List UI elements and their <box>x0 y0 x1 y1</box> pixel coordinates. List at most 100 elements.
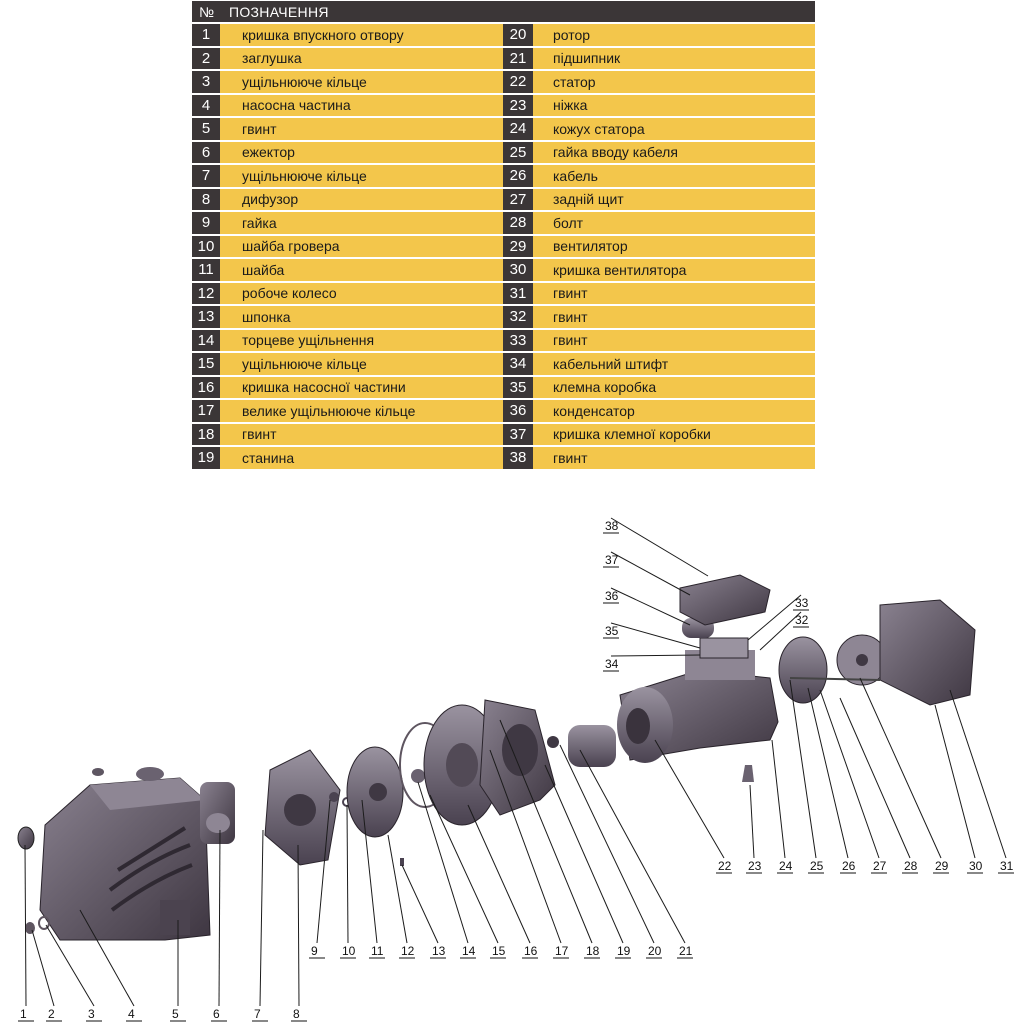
legend-item-number: 7 <box>192 165 220 187</box>
rotor-part <box>547 725 616 767</box>
legend-item-label: задній щит <box>553 191 624 208</box>
leader-line <box>387 834 408 944</box>
legend-item-number: 21 <box>503 47 533 69</box>
legend-item-label: ущільнююче кільце <box>242 355 367 372</box>
leader-line <box>417 781 469 944</box>
legend-cell-left: 18 гвинт <box>192 423 503 445</box>
leader-line <box>218 829 221 1007</box>
legend-cell-right: 36 конденсатор <box>503 400 815 422</box>
legend-item-number: 22 <box>503 71 533 93</box>
legend-item-number: 34 <box>503 353 533 375</box>
legend-cell-right: 20 ротор <box>503 24 815 46</box>
part-callout: 30 <box>969 859 983 873</box>
legend-header-title: ПОЗНАЧЕННЯ <box>229 3 329 20</box>
legend-item-number: 13 <box>192 306 220 328</box>
legend-item-number: 16 <box>192 376 220 398</box>
legend-item-label: підшипник <box>553 50 621 67</box>
legend-item-label: кабель <box>553 167 598 184</box>
legend-header-number: № <box>198 3 215 20</box>
leader-line <box>859 677 942 859</box>
part-callout: 36 <box>605 589 619 603</box>
leader-line <box>749 784 755 859</box>
leader-line <box>401 864 439 944</box>
legend-item-label: ніжка <box>553 97 588 114</box>
legend-cell-left: 9 гайка <box>192 212 503 234</box>
leader-line <box>316 799 331 944</box>
legend-item-number: 14 <box>192 329 220 351</box>
part-callout: 6 <box>213 1007 220 1021</box>
legend-item-label: робоче колесо <box>242 285 337 302</box>
legend-item-label: ежектор <box>242 144 295 161</box>
foot-part <box>742 765 754 782</box>
legend-item-label: заглушка <box>242 50 302 67</box>
legend-item-label: ротор <box>553 26 591 43</box>
legend-item-label: ущільнююче кільце <box>242 167 367 184</box>
leader-line <box>31 929 55 1007</box>
ejector-part <box>200 782 235 844</box>
legend-item-label: кришка насосної частини <box>242 379 406 396</box>
legend-item-number: 36 <box>503 400 533 422</box>
part-callout: 1 <box>20 1007 27 1021</box>
part-callout: 15 <box>492 944 506 958</box>
terminal-cover-part <box>679 574 771 626</box>
legend-item-label: шайба <box>242 261 285 278</box>
legend-item-number: 20 <box>503 24 533 46</box>
impeller-part <box>346 746 404 838</box>
leader-line <box>610 622 701 649</box>
part-callout: 8 <box>293 1007 300 1021</box>
legend-item-number: 17 <box>192 400 220 422</box>
legend-item-number: 18 <box>192 423 220 445</box>
legend-item-number: 24 <box>503 118 533 140</box>
part-callout: 24 <box>779 859 793 873</box>
key-part <box>400 858 404 866</box>
legend-cell-left: 16 кришка насосної частини <box>192 376 503 398</box>
legend-item-label: гайка <box>242 214 277 231</box>
legend-item-label: станина <box>242 449 295 466</box>
legend-item-number: 25 <box>503 141 533 163</box>
leader-line <box>79 909 135 1007</box>
legend-item-label: гвинт <box>242 426 277 443</box>
part-callout: 25 <box>810 859 824 873</box>
leader-line <box>610 517 709 577</box>
part-callout: 33 <box>795 596 809 610</box>
leader-line <box>45 924 95 1007</box>
leader-line <box>429 794 499 944</box>
part-callout: 10 <box>342 944 356 958</box>
part-callout: 13 <box>432 944 446 958</box>
leader-line <box>610 654 701 657</box>
legend-item-number: 32 <box>503 306 533 328</box>
legend-item-number: 11 <box>192 259 220 281</box>
plug-part <box>25 922 35 934</box>
part-callout: 22 <box>718 859 732 873</box>
part-callout: 37 <box>605 553 619 567</box>
leader-line <box>297 844 300 1007</box>
legend-item-number: 9 <box>192 212 220 234</box>
fan-cover-part <box>879 599 976 706</box>
part-callout: 35 <box>605 624 619 638</box>
legend-header: № ПОЗНАЧЕННЯ <box>192 1 815 22</box>
part-callout: 28 <box>904 859 918 873</box>
legend-item-label: конденсатор <box>553 402 635 419</box>
